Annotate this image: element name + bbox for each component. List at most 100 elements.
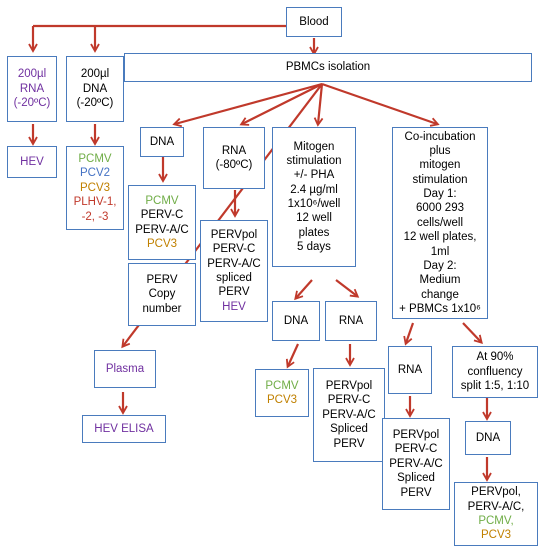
node-text-line: DNA: [82, 82, 108, 95]
node-pbmcs-isolation: PBMCs isolation: [124, 53, 532, 82]
node-text-line: PCMV,: [478, 515, 514, 527]
node-text-line: Copy: [148, 288, 176, 301]
node-text-line: HEV: [20, 155, 44, 168]
arrow-mitogen-dna: [294, 279, 313, 301]
node-text-line: PERV-A/C: [207, 257, 261, 270]
node-text-line: 12 well plates,: [403, 231, 477, 244]
node-text-line: PERV-C: [140, 209, 184, 222]
node-text-line: DNA: [475, 431, 501, 444]
node-text-line: stimulation: [286, 154, 342, 167]
node-text-line: stimulation: [412, 173, 468, 186]
node-text-line: plus: [429, 144, 451, 157]
node-text-line: 1x10⁶/well: [287, 198, 341, 210]
node-rna-coincubation: RNA: [388, 346, 432, 394]
node-text-line: PLHV-1,: [73, 196, 117, 209]
node-text-line: PCV3: [266, 394, 298, 406]
node-text-line: PERV-C: [327, 394, 371, 407]
node-text-line: (-20ºC): [13, 97, 51, 110]
node-text-line: 6000 293: [416, 202, 464, 215]
node-text-line: Spliced: [330, 423, 368, 436]
node-text-line: PERV-A/C: [322, 408, 376, 421]
node-text-line: Co-incubation: [404, 130, 476, 143]
node-text-line: 5 days: [297, 241, 331, 254]
node-text-line: PCV2: [79, 167, 111, 180]
node-text-line: PCMV: [78, 153, 112, 166]
node-text-line: Spliced: [397, 472, 435, 485]
node-text-line: mitogen: [419, 159, 461, 172]
node-text-line: 200µl: [17, 68, 47, 81]
node-hev: HEV: [7, 146, 57, 178]
node-text-line: change: [421, 288, 459, 301]
node-text-line: 1ml: [430, 245, 450, 258]
node-text-line: 200µl: [80, 68, 110, 81]
node-text-line: RNA: [338, 314, 364, 327]
node-text-line: PERV-A/C,: [467, 500, 525, 513]
node-plasma: Plasma: [94, 350, 156, 388]
node-text-line: 12 well: [296, 212, 332, 225]
node-text-line: PERV: [146, 273, 178, 286]
node-text-line: -2, -3: [81, 210, 109, 223]
node-text-line: PCV3: [79, 181, 111, 194]
node-text-line: Medium: [419, 274, 461, 287]
node-text-line: HEV ELISA: [94, 422, 154, 435]
arrow-cocub-rna: [403, 322, 415, 346]
node-text-line: cells/well: [416, 216, 463, 229]
node-blood: Blood: [286, 7, 342, 37]
node-text-line: number: [142, 302, 182, 315]
node-text-line: Blood: [299, 15, 329, 28]
node-text-line: DNA: [149, 135, 175, 148]
arrow-pbmc-dna: [172, 82, 323, 128]
node-text-line: Mitogen: [293, 140, 335, 153]
arrow-pbmc-cocub: [321, 82, 440, 127]
node-text-line: PCV3: [480, 529, 512, 542]
node-text-line: confluency: [467, 365, 523, 378]
node-dna-mitogen: DNA: [272, 301, 320, 341]
node-text-line: Plasma: [105, 362, 145, 375]
node-text-line: PERV: [333, 437, 365, 450]
node-text-line: Day 1:: [423, 188, 457, 201]
arrow-dnam-pcmvpcv3: [285, 343, 300, 369]
node-text-line: RNA: [19, 82, 45, 95]
node-pcmv-pcv3: PCMV PCV3: [255, 369, 309, 417]
node-text-line: PBMCs isolation: [285, 61, 371, 74]
node-text-line: PERV-C: [212, 243, 256, 256]
node-rna-mitogen: RNA: [325, 301, 377, 341]
node-text-line: RNA: [221, 144, 247, 157]
arrow-pbmc-mitogen: [313, 83, 324, 127]
arrow-cocub-split: [462, 322, 483, 345]
node-text-line: HEV: [222, 300, 246, 313]
node-text-line: spliced: [216, 272, 252, 284]
node-text-line: PERVpol: [210, 228, 258, 241]
node-text-line: PERV-A/C: [389, 457, 443, 470]
node-text-line: plates: [298, 226, 330, 239]
node-text-line: 2.4 µg/ml: [290, 183, 338, 196]
node-text-line: + PBMCs 1x10⁶: [399, 303, 481, 316]
node-dna-coincubation: DNA: [465, 421, 511, 455]
node-dna-pbmc: DNA: [140, 127, 184, 157]
node-text-line: PCMV: [265, 379, 299, 392]
node-text-line: PERV: [218, 286, 250, 299]
node-text-line: PERV: [400, 486, 432, 499]
node-rna-80c: RNA(-80ºC): [203, 127, 265, 189]
node-text-line: PCV3: [146, 237, 178, 250]
node-final-dna-results: PERVpol,PERV-A/C, PCMV, PCV3: [454, 482, 538, 546]
node-text-line: Day 2:: [423, 259, 457, 272]
arrow-mitogen-rna: [335, 279, 360, 298]
node-text-line: PERVpol: [325, 380, 373, 393]
node-hev-elisa: HEV ELISA: [82, 415, 166, 443]
node-text-line: PERVpol: [392, 429, 440, 442]
arrow-pbmc-rna80: [239, 83, 323, 126]
node-text-line: PCMV: [145, 194, 179, 207]
node-text-line: split 1:5, 1:10: [460, 380, 530, 393]
node-text-line: PERVpol,: [471, 486, 521, 499]
node-text-line: DNA: [283, 314, 309, 327]
node-text-line: PERV-C: [394, 443, 438, 456]
